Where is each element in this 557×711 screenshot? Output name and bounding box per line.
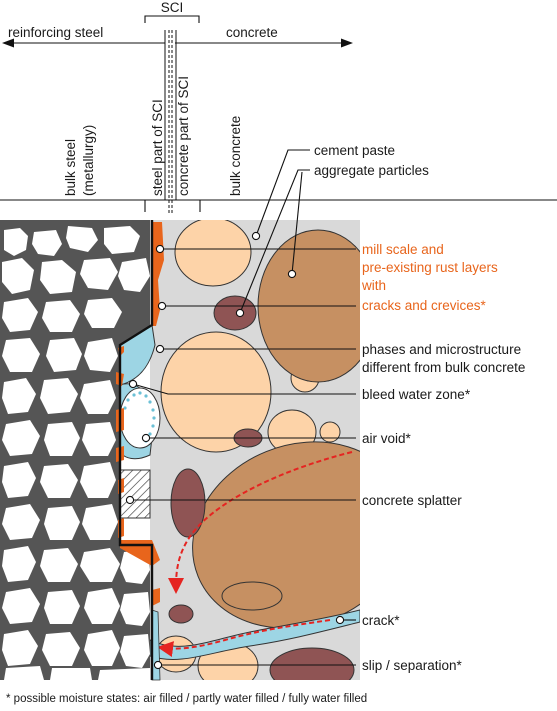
mill-scale-label-3: with (361, 278, 386, 293)
aggregate-light (174, 220, 252, 287)
sci-label: SCI (161, 0, 184, 15)
bulk-steel (0, 220, 152, 680)
arrowhead-right-icon (341, 38, 353, 48)
crack-band (150, 609, 360, 660)
concrete-region (150, 220, 360, 680)
arrowhead-left-icon (2, 38, 14, 48)
phases-label-1: phases and microstructure (362, 342, 521, 357)
aggregate-dark (213, 295, 257, 331)
zone-bracket (0, 199, 557, 212)
header: SCI reinforcing steel concrete (2, 0, 353, 215)
aggregate-dark (168, 604, 194, 624)
callout-labels: cement paste aggregate particles mill sc… (314, 143, 525, 673)
cement-paste-label: cement paste (314, 143, 395, 158)
bulk-steel-metallurgy-label: (metallurgy) (81, 125, 96, 196)
slip-separation-label: slip / separation* (362, 658, 463, 673)
concrete-part-sci-label: concrete part of SCI (176, 76, 191, 196)
bulk-steel-label: bulk steel (63, 139, 78, 196)
sci-bracket (144, 15, 200, 23)
mill-scale-label-1: mill scale and (362, 242, 444, 257)
aggregate-particles-label: aggregate particles (314, 163, 429, 178)
concrete-splatter-zone (119, 469, 151, 519)
phases-label-2: different from bulk concrete (362, 360, 525, 375)
zone-labels: bulk steel (metallurgy) steel part of SC… (63, 76, 243, 196)
mill-scale-label-4: cracks and crevices* (362, 298, 487, 313)
leaders (125, 149, 356, 670)
mill-scale-label-2: pre-existing rust layers (362, 260, 498, 275)
aggregate-light (319, 421, 341, 443)
bleed-water-label: bleed water zone* (362, 387, 471, 402)
steel-part-sci-label: steel part of SCI (150, 99, 165, 196)
footnote: * possible moisture states: air filled /… (6, 693, 367, 705)
aggregate-dark (269, 647, 355, 680)
reinforcing-steel-label: reinforcing steel (8, 25, 103, 40)
steel-surface-line (118, 220, 154, 680)
aggregate-brown (221, 581, 283, 611)
aggregate-dark (170, 468, 206, 538)
concrete-splatter-label: concrete splatter (362, 493, 462, 508)
concrete-label: concrete (226, 25, 278, 40)
crack-label: crack* (362, 613, 400, 628)
bulk-concrete-label: bulk concrete (228, 116, 243, 196)
air-void-label: air void* (362, 431, 412, 446)
transport-arrow (168, 451, 353, 594)
